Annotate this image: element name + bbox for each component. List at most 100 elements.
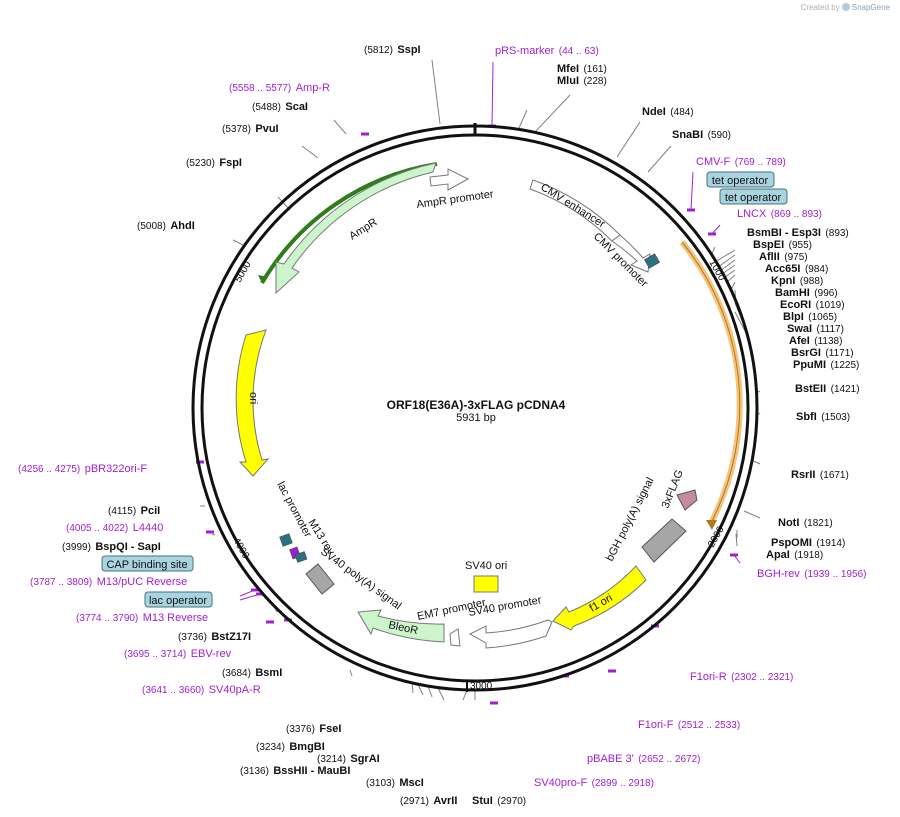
snapgene-logo-icon — [841, 3, 850, 11]
primer-label-pbabe-3: pBABE 3' (2652 .. 2672) — [587, 749, 700, 766]
site-label-pspomi: PspOMI (1914) — [771, 533, 845, 550]
primer-line-cmv-f — [690, 171, 694, 211]
primer-label-m13-puc-reverse: (3787 .. 3809) M13/pUC Reverse — [30, 572, 187, 589]
plasmid-title: ORF18(E36A)-3xFLAG pCDNA4 — [387, 398, 566, 412]
site-label-afei: AfeI (1138) — [789, 331, 842, 348]
site-line-mlui — [534, 94, 571, 133]
primer-label-amp-r: (5558 .. 5577) Amp-R — [229, 78, 330, 95]
site-label-sbfi: SbfI (1503) — [796, 407, 850, 424]
orf-highlight-arrowhead — [706, 520, 717, 530]
site-line-bspei — [714, 249, 736, 263]
tick-5000: 5000 — [233, 259, 254, 284]
site-label-scai: (5488) ScaI — [252, 97, 308, 114]
site-line-bspqi-sapi — [211, 533, 216, 536]
site-line-sspi — [431, 59, 441, 125]
flag-feature — [676, 489, 698, 511]
site-label-bsteii: BstEII (1421) — [795, 379, 860, 396]
em7-promoter-feature — [449, 628, 461, 647]
site-line-apai — [735, 533, 738, 547]
primer-label-f1ori-r: F1ori-R (2302 .. 2321) — [690, 667, 793, 684]
site-label-avrii: (2971) AvrII — [400, 791, 457, 808]
primer-mark-m13-puc-reverse — [251, 588, 259, 592]
site-label-blpi: BlpI (1065) — [783, 307, 837, 324]
site-label-pvui: (5378) PvuI — [222, 119, 279, 136]
ampr-label: AmpR — [347, 216, 379, 242]
primer-label-sv40pa-r: (3641 .. 3660) SV40pA-R — [142, 680, 261, 697]
tata-box-feature — [643, 253, 661, 269]
sv40-polya-feature — [305, 563, 335, 595]
tet-operator-box-2: tet operator — [719, 188, 788, 205]
primer-label-prs-marker: pRS-marker (44 .. 63) — [495, 41, 599, 58]
bleor-feature — [357, 609, 445, 643]
primer-mark-cmv-f — [687, 208, 695, 212]
sv40-ori-feature — [473, 575, 499, 593]
site-label-bsmbi-esp3i: BsmBI - Esp3I (893) — [747, 223, 849, 240]
site-line-ndei — [616, 121, 641, 158]
site-label-bspqi-sapi: (3999) BspQI - SapI — [62, 537, 161, 554]
site-line-bstz17i — [274, 609, 279, 613]
svg-text:tet operator: tet operator — [712, 175, 769, 187]
site-line-noti — [743, 510, 761, 519]
site-label-mfei: MfeI (161) — [557, 59, 607, 76]
cmv-promoter-feature — [611, 234, 651, 273]
site-label-apai: ApaI (1918) — [766, 545, 823, 562]
svg-text:CAP binding site: CAP binding site — [106, 559, 187, 571]
cmv-enhancer-label: CMV enhancer — [538, 181, 607, 230]
site-label-ecori: EcoRI (1019) — [780, 295, 845, 312]
site-line-scai — [333, 119, 347, 135]
ampr-highlight-arrowhead — [258, 275, 268, 283]
site-label-fspi: (5230) FspI — [186, 153, 242, 170]
site-label-snabi: SnaBI (590) — [672, 125, 731, 142]
backbone-inner — [200, 133, 750, 683]
svg-text:lac operator: lac operator — [149, 595, 207, 607]
site-label-ppumi: PpuMI (1225) — [793, 355, 859, 372]
site-label-acc65i: Acc65I (984) — [765, 259, 828, 276]
site-label-fsei: (3376) FseI — [286, 719, 341, 736]
sv40-promoter-feature — [468, 619, 553, 649]
site-line-bsshii-maubi — [427, 685, 433, 698]
site-label-bmgbi: (3234) BmgBI — [256, 737, 325, 754]
svg-text:tet operator: tet operator — [725, 192, 782, 204]
primer-mark-l4440 — [206, 530, 214, 534]
site-label-noti: NotI (1821) — [778, 513, 833, 530]
site-line-fsei — [349, 669, 353, 677]
site-line-snabi — [647, 145, 672, 173]
primer-mark-m13-reverse — [256, 592, 264, 596]
site-line-mfei — [518, 109, 528, 129]
site-label-msci: (3103) MscI — [366, 773, 424, 790]
primer-line-prs-marker — [491, 61, 494, 127]
primer-label-pbr322ori-f: (4256 .. 4275) pBR322ori-F — [18, 459, 147, 476]
site-label-aflii: AflII (975) — [759, 247, 808, 264]
plasmid-length: 5931 bp — [456, 412, 496, 424]
site-label-swai: SwaI (1117) — [787, 319, 844, 336]
orf-highlight — [679, 240, 743, 523]
site-label-stui: StuI (2970) — [472, 791, 526, 808]
site-label-bstz17i: (3736) BstZ17I — [178, 627, 251, 644]
orf-highlight-line — [681, 241, 741, 522]
site-line-ppumi — [734, 311, 747, 334]
site-line-pvui — [301, 145, 319, 159]
lac-promoter-marker — [279, 533, 293, 547]
site-line-kpni — [721, 264, 736, 275]
f1-ori-feature — [552, 565, 647, 631]
ampr-promoter-feature — [429, 168, 470, 191]
lac-promoter-label: lac promoter — [274, 480, 313, 540]
site-line-acc65i — [719, 259, 736, 272]
ampr-feature — [275, 162, 437, 295]
tick-3000: 3000 — [470, 681, 493, 692]
leader-lines — [196, 59, 761, 705]
site-line-aflii — [717, 254, 736, 268]
site-label-bsshii-maubi: (3136) BssHII - MauBI — [240, 761, 350, 778]
ori-feature — [235, 329, 270, 477]
site-label-mlui: MluI (228) — [557, 71, 607, 88]
site-label-rsrii: RsrII (1671) — [791, 465, 849, 482]
site-label-sgrai: (3214) SgrAI — [317, 749, 380, 766]
sv40-ori-label: SV40 ori — [465, 560, 507, 572]
primer-mark-f1ori-f — [608, 669, 616, 673]
primer-label-cmv-f: CMV-F (769 .. 789) — [696, 152, 786, 169]
primer-mark-amp-r — [361, 132, 369, 136]
site-label-ndei: NdeI (484) — [642, 102, 694, 119]
